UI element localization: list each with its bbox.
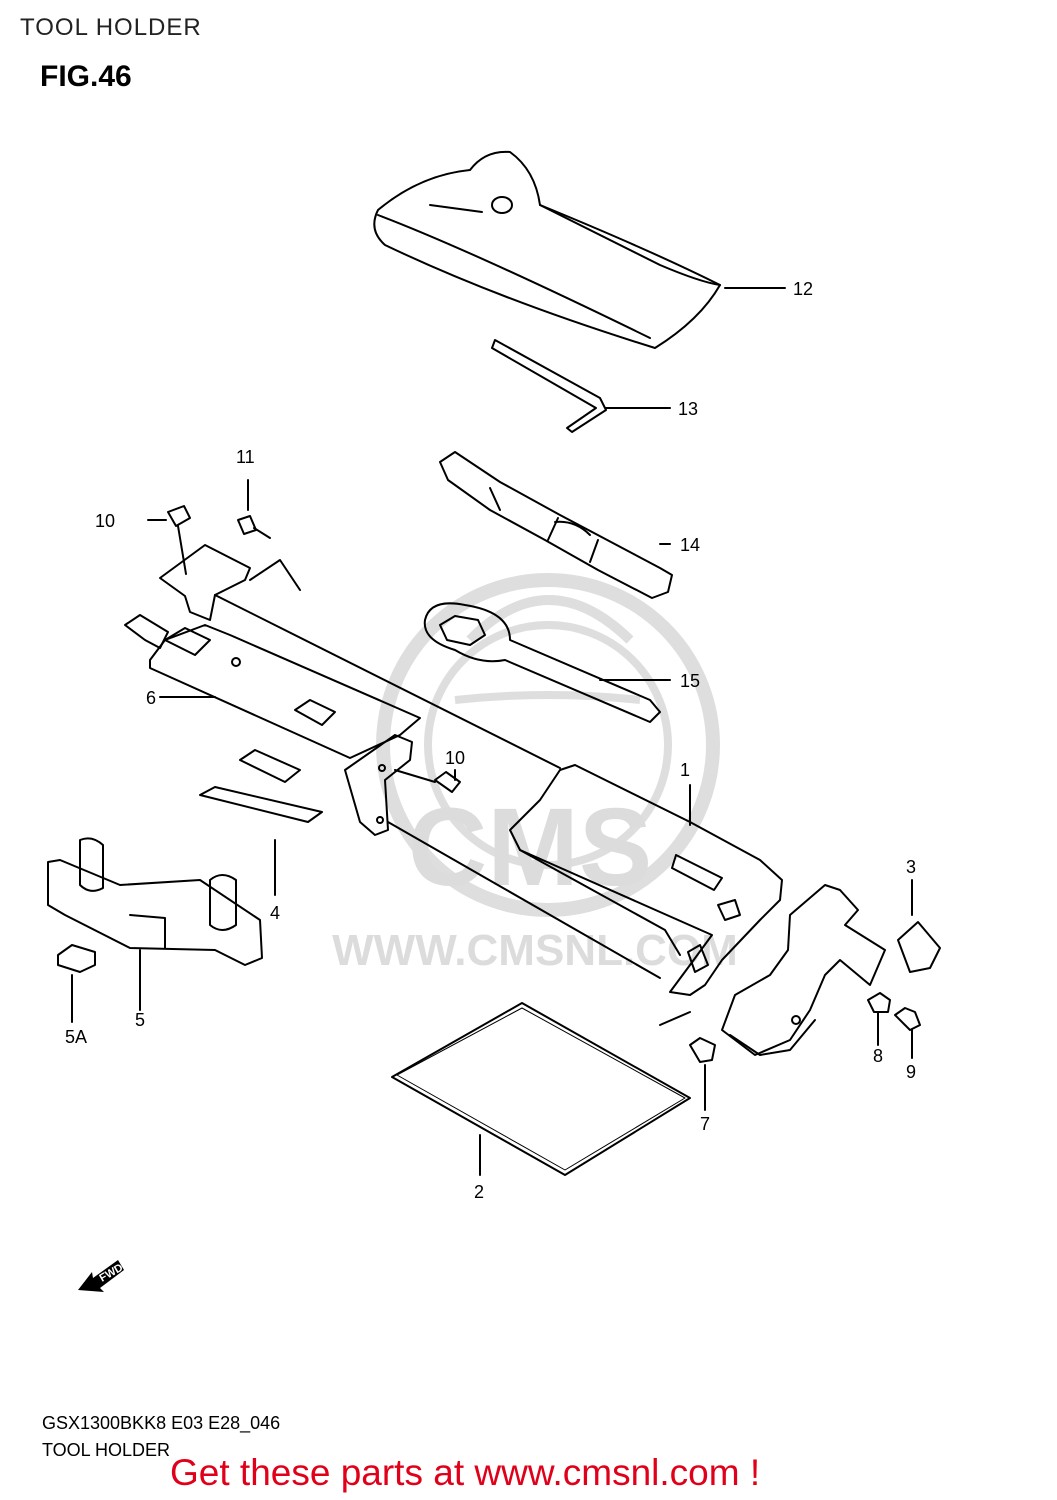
label-part-7: 7 [700,1114,710,1134]
frame-bracket [721,884,886,1056]
label-part-13: 13 [678,399,698,419]
label-part-1: 1 [680,760,690,780]
small-bracket [344,734,413,836]
label-part-2: 2 [474,1182,484,1202]
label-part-3: 3 [906,857,916,877]
label-part-6: 6 [146,688,156,708]
tool-case [387,764,783,996]
tool-bag [373,150,721,349]
screw-11 [237,479,271,539]
promo-link[interactable]: Get these parts at www.cmsnl.com ! [170,1452,761,1493]
figure-title: FIG.46 [40,60,132,93]
fwd-arrow: FWD [78,1260,125,1292]
holder-bracket [124,544,561,783]
mat-2 [391,1002,691,1176]
page-header: TOOL HOLDER [20,14,202,41]
label-part-5a: 5A [65,1027,87,1047]
holder-5 [47,837,263,1011]
label-part-10-mid: 10 [445,748,465,768]
watermark-url: WWW.CMSNL.COM [332,926,738,975]
hex-key [491,339,607,433]
screw-7 [659,1011,716,1111]
sheet-4 [199,786,323,896]
label-part-5: 5 [135,1010,145,1030]
bolt-9 [894,1007,921,1059]
tool-handle [439,451,673,599]
label-part-10-top: 10 [95,511,115,531]
nut-8 [867,992,891,1046]
label-part-12: 12 [793,279,813,299]
label-part-8: 8 [873,1046,883,1066]
footer-title: TOOL HOLDER [42,1440,171,1460]
fwd-label: FWD [98,1262,126,1285]
bolt-10-mid [394,769,461,793]
bolt-10-top [147,505,191,575]
label-part-14: 14 [680,535,700,555]
cap-3 [897,879,941,973]
block-5a [57,944,96,1023]
label-part-11: 11 [236,447,255,467]
watermark-brand: CMS [408,786,652,909]
label-part-4: 4 [270,903,280,923]
label-part-15: 15 [680,671,700,691]
model-code: GSX1300BKK8 E03 E28_046 [42,1413,281,1433]
label-part-9: 9 [906,1062,916,1082]
spanner [423,602,661,723]
